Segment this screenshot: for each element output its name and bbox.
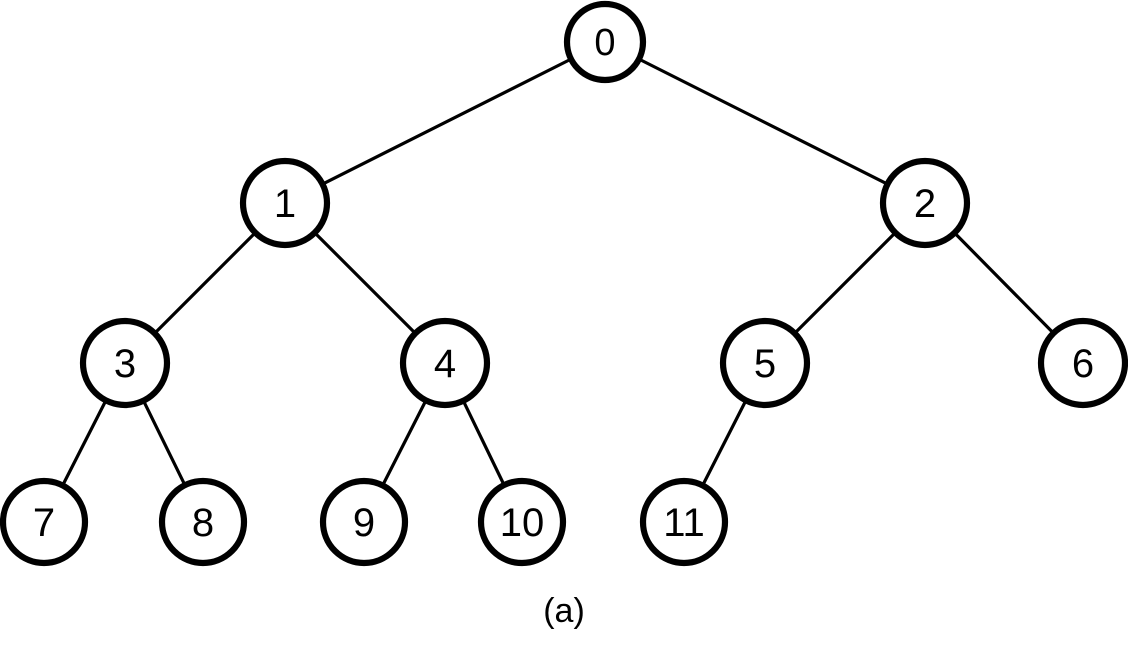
node-circle-7[interactable] [0,477,89,567]
tree-edge-1-4 [312,230,418,336]
node-circle-8[interactable] [158,477,248,567]
tree-node-10[interactable]: 10 [477,477,567,567]
tree-node-11[interactable]: 11 [639,477,729,567]
tree-edge-1-3 [152,230,258,336]
node-circle-3[interactable] [79,317,171,409]
tree-node-8[interactable]: 8 [158,477,248,567]
node-label-6: 6 [1072,342,1094,386]
tree-node-9[interactable]: 9 [319,477,409,567]
node-label-4: 4 [434,342,456,386]
tree-edge-4-10 [461,398,507,488]
node-label-10: 10 [500,501,545,545]
node-circle-1[interactable] [239,157,331,249]
node-circle-5[interactable] [719,317,811,409]
tree-edge-3-7 [60,397,108,488]
node-layer: 0 1 2 3 4 5 6 7 8 9 10 11 [0,0,1128,567]
node-label-3: 3 [114,342,136,386]
node-label-11: 11 [663,501,705,545]
node-label-5: 5 [754,342,776,386]
node-label-9: 9 [353,501,375,545]
tree-edge-2-5 [792,230,898,336]
node-label-7: 7 [33,501,55,545]
tree-node-6[interactable]: 6 [1037,317,1128,409]
node-circle-6[interactable] [1037,317,1128,409]
node-label-8: 8 [192,501,214,545]
tree-node-3[interactable]: 3 [79,317,171,409]
tree-node-7[interactable]: 7 [0,477,89,567]
node-circle-11[interactable] [639,477,729,567]
tree-node-5[interactable]: 5 [719,317,811,409]
node-circle-9[interactable] [319,477,409,567]
node-circle-10[interactable] [477,477,567,567]
node-circle-2[interactable] [879,157,971,249]
tree-edge-0-2 [636,57,890,187]
figure-caption: (a) [543,592,585,630]
tree-edge-5-11 [700,397,748,488]
node-label-1: 1 [274,182,296,226]
tree-node-1[interactable]: 1 [239,157,331,249]
tree-edge-2-6 [952,230,1056,336]
node-label-2: 2 [914,182,936,226]
node-circle-0[interactable] [563,0,647,84]
edge-layer [60,57,1056,488]
tree-node-0[interactable]: 0 [563,0,647,84]
tree-node-4[interactable]: 4 [399,317,491,409]
tree-node-2[interactable]: 2 [879,157,971,249]
tree-edge-0-1 [320,57,574,187]
tree-edge-3-8 [141,398,187,488]
node-label-0: 0 [594,22,615,64]
tree-edge-4-9 [380,397,428,488]
node-circle-4[interactable] [399,317,491,409]
